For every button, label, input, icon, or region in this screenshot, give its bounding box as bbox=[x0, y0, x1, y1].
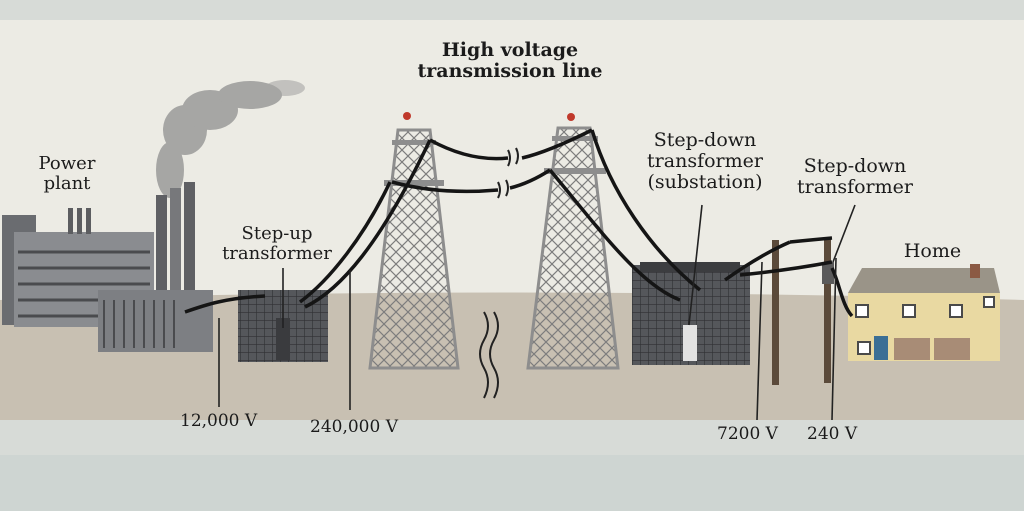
beacon-light bbox=[403, 112, 411, 120]
label-pointers bbox=[218, 204, 856, 421]
high-voltage-label-line2: transmission line bbox=[417, 59, 603, 82]
beacon-light bbox=[567, 113, 575, 121]
utility-poles bbox=[772, 238, 834, 385]
high-voltage-line-label: High voltage transmission line bbox=[385, 40, 635, 82]
line-break-marks bbox=[479, 147, 519, 399]
substation-label-line3: (substation) bbox=[647, 170, 763, 193]
step-up-transformer-label: Step-up transformer bbox=[212, 224, 342, 264]
power-plant bbox=[2, 182, 213, 352]
household-voltage-label: 240 V bbox=[807, 424, 858, 444]
step-down-label-line2: transformer bbox=[797, 175, 913, 198]
power-plant-label-line2: plant bbox=[43, 172, 91, 194]
substation-label-line1: Step-down bbox=[653, 129, 757, 151]
smoke-plume bbox=[156, 80, 305, 198]
substation-label-line2: transformer bbox=[647, 149, 763, 172]
power-plant-label: Power plant bbox=[22, 154, 112, 194]
plant-voltage-label: 12,000 V bbox=[180, 411, 258, 431]
step-up-label-line1: Step-up bbox=[241, 223, 313, 244]
home-label: Home bbox=[903, 240, 962, 262]
high-voltage-label-line1: High voltage bbox=[441, 39, 579, 61]
distribution-voltage-label: 7200 V bbox=[717, 424, 778, 444]
transmission-voltage-label: 240,000 V bbox=[310, 417, 398, 437]
step-down-transformer-label: Step-down transformer bbox=[790, 156, 920, 198]
step-up-label-line2: transformer bbox=[222, 242, 332, 264]
step-down-label-line1: Step-down bbox=[803, 155, 907, 177]
substation-transformer-label: Step-down transformer (substation) bbox=[630, 130, 780, 193]
power-lines bbox=[184, 128, 854, 318]
pole-transformer bbox=[822, 262, 834, 284]
power-plant-label-line1: Power bbox=[38, 153, 96, 174]
bottom-margin bbox=[0, 455, 1024, 511]
home-house bbox=[848, 264, 1000, 361]
